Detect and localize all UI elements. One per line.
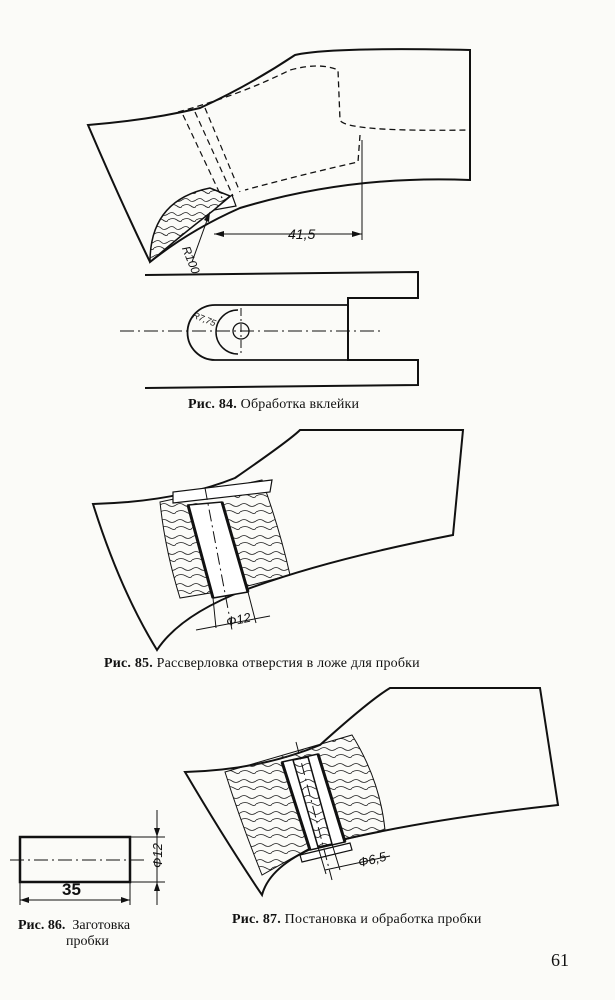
figure-86-caption: Рис. 86. Заготовка пробки [18,918,130,950]
fig86-dim-length: 35 [62,880,81,899]
figure-84-label: Рис. 84. [188,397,237,412]
figure-86-title-line2: пробки [66,934,109,949]
figure-86-drawing [0,805,180,910]
figure-85-caption: Рис. 85. Рассверловка отверстия в ложе д… [104,656,420,672]
figure-85-title: Рассверловка отверстия в ложе для пробки [156,656,420,671]
fig84-dim-length: 41,5 [288,226,316,242]
figure-87-title: Постановка и обработка пробки [284,912,482,927]
figure-84-drawing [0,0,615,400]
figure-84-caption: Рис. 84. Обработка вклейки [188,397,359,413]
figure-85-drawing [0,420,615,655]
figure-85-label: Рис. 85. [104,656,153,671]
figure-87-caption: Рис. 87. Постановка и обработка пробки [232,912,482,928]
figure-87-label: Рис. 87. [232,912,281,927]
page-number: 61 [551,950,569,970]
figure-84-title: Обработка вклейки [240,397,360,412]
figure-87-drawing [0,680,615,900]
figure-86-title-line1: Заготовка [72,918,131,933]
figure-86-label: Рис. 86. [18,918,66,933]
